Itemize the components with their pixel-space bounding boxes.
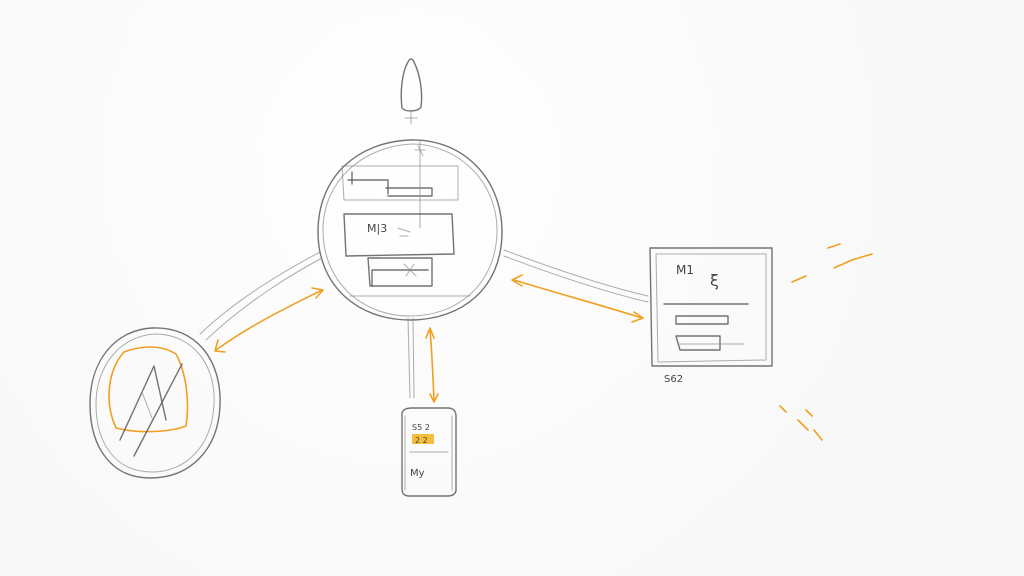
- device-line-3: My: [410, 468, 425, 479]
- antenna-icon: [400, 58, 423, 125]
- left-orange-arrow: [214, 287, 324, 353]
- bottom-device: [401, 407, 457, 497]
- device-highlight: [412, 434, 434, 444]
- left-node: [89, 327, 221, 479]
- central-hub: [317, 139, 503, 321]
- right-panel-caption: Ѕ62: [664, 374, 683, 385]
- right-panel-title: M1: [676, 263, 694, 277]
- hub-to-right-line: [503, 249, 649, 297]
- hub-to-left-line: [199, 251, 321, 335]
- device-highlight-text: 2 2: [415, 436, 428, 445]
- vertical-orange-arrow: [425, 327, 439, 403]
- right-panel-glyph: ξ: [710, 271, 719, 290]
- right-panel: [649, 247, 773, 367]
- hub-box-label: M|3: [367, 222, 387, 235]
- right-orange-arrow: [511, 274, 644, 323]
- device-line-1: Ѕ5 2: [412, 423, 430, 432]
- hub-to-device-line: [407, 317, 411, 399]
- signal-marks-lower: [779, 405, 823, 441]
- signal-marks-upper: [791, 243, 873, 283]
